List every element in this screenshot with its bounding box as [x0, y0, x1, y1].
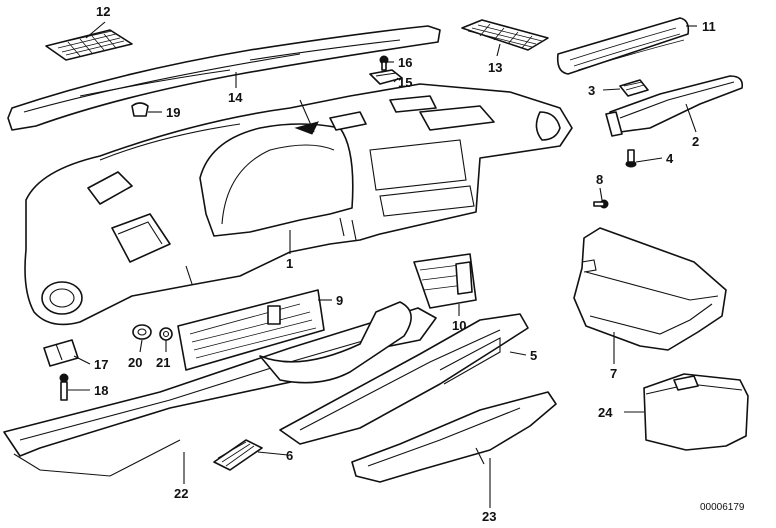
callout-20: 20 [128, 355, 142, 370]
part-5-console [279, 313, 529, 445]
part-23-tray [351, 391, 557, 483]
callout-4: 4 [666, 151, 674, 166]
callout-16: 16 [398, 55, 412, 70]
part-20-clip [132, 324, 152, 340]
part-3-clip [619, 79, 649, 97]
part-8-screw [593, 199, 609, 209]
callout-17: 17 [94, 357, 108, 372]
leader-lines [68, 21, 697, 508]
callout-22: 22 [174, 486, 188, 501]
callout-18: 18 [94, 383, 108, 398]
part-14-top-pad [7, 25, 441, 131]
part-9-panel [177, 289, 325, 371]
part-6-vent [213, 439, 263, 471]
part-13-grille [461, 19, 549, 51]
part-10-panel [413, 253, 477, 309]
part-12-grille [45, 29, 133, 61]
part-17-bracket [43, 339, 79, 367]
callout-10: 10 [452, 318, 466, 333]
callout-2: 2 [692, 134, 699, 149]
callout-7: 7 [610, 366, 617, 381]
callout-24: 24 [598, 405, 613, 420]
callout-1: 1 [286, 256, 293, 271]
callout-21: 21 [156, 355, 170, 370]
part-21-nut [159, 327, 173, 341]
callout-15: 15 [398, 75, 412, 90]
callout-5: 5 [530, 348, 537, 363]
part-1-dashboard [24, 83, 573, 326]
callout-9: 9 [336, 293, 343, 308]
callout-23: 23 [482, 509, 496, 524]
part-7-glovebox [573, 227, 727, 351]
part-18-screw [59, 373, 69, 401]
callout-labels: 12 14 13 11 3 2 4 16 15 19 1 9 10 5 7 8 … [94, 4, 716, 524]
callout-8: 8 [596, 172, 603, 187]
part-11-trim [556, 17, 690, 75]
part-2-cover [605, 75, 744, 137]
part-24-box [643, 373, 749, 451]
callout-12: 12 [96, 4, 110, 19]
callout-13: 13 [488, 60, 502, 75]
callout-6: 6 [286, 448, 293, 463]
part-4-screw [625, 149, 637, 168]
callout-3: 3 [588, 83, 595, 98]
part-16-screw [379, 55, 389, 71]
part-19-clip [131, 102, 149, 117]
reference-number: 00006179 [700, 502, 745, 513]
callout-19: 19 [166, 105, 180, 120]
callout-14: 14 [228, 90, 243, 105]
part-22-lower-trim [3, 301, 437, 477]
part-15-bracket [369, 69, 403, 85]
callout-11: 11 [702, 19, 716, 34]
